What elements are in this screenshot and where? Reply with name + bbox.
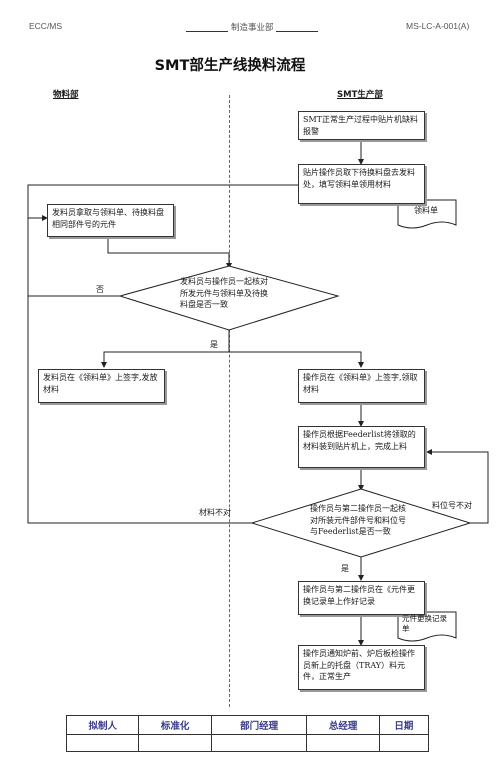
sig-cell-date[interactable] [378,734,430,752]
sig-header-general-manager: 总经理 [306,715,380,735]
node-take-tray: 贴片操作员取下待换料盘去发料处，填写领料单领用材料 [298,164,425,204]
line-slot-wrong-loop [426,449,489,524]
signature-table: 拟制人 标准化 部门经理 总经理 日期 [65,715,430,752]
line-no-loop [27,185,120,297]
node-check1: 发料员与操作员一起核对所发元件与领料单及待换料盘是否一致 [180,277,268,309]
arrow-take-to-issue [27,184,298,200]
header-rule-left [186,31,228,32]
doc-change-record-shape [397,611,457,642]
node-issuer-sign: 发料员在《领料单》上签字,发放材料 [38,369,165,403]
header-rule-right [276,31,318,32]
line-material-wrong-loop [27,296,252,524]
sig-cell-standardization[interactable] [138,734,212,752]
header-center: 制造事业部 [231,22,274,32]
node-issue-prepare: 发料员拿取与领料单、待换料盘相同部件号的元件 [47,204,174,237]
arrow-issue-to-check1 [107,237,232,269]
sig-header-date: 日期 [378,715,430,735]
node-load: 操作员根据Feederlist将领取的材料装到贴片机上，完成上料 [298,426,425,468]
branch-material-wrong-label: 材料不对 [199,508,231,517]
sig-cell-drafter[interactable] [65,734,140,752]
sig-header-dept-manager: 部门经理 [210,715,308,735]
branch-yes1-label: 是 [210,340,218,349]
decision-check2-shape [250,488,472,558]
sig-header-standardization: 标准化 [138,715,212,735]
lane-divider [229,95,230,707]
sig-cell-general-manager[interactable] [306,734,380,752]
doc-change-record-label: 元件更换记录单 [402,614,447,633]
node-check2: 操作员与第二操作员一起核对所装元件部件号和料位号与Feederlist是否一致 [310,504,406,536]
signature-blank-row [65,734,430,752]
decision-check1-shape [118,265,340,331]
signature-header-row: 拟制人 标准化 部门经理 总经理 日期 [65,715,430,735]
sig-cell-dept-manager[interactable] [210,734,308,752]
branch-yes2-label: 是 [341,564,349,573]
doc-requisition-shape [397,199,457,229]
lane-left-label: 物料部 [53,90,79,100]
sig-header-drafter: 拟制人 [65,715,140,735]
node-operator-sign: 操作员在《领料单》上签字,领取材料 [298,369,425,403]
arrow-to-issuer-sign [101,351,229,368]
branch-slot-wrong-label: 料位号不对 [432,501,472,510]
header-right: MS-LC-A-001(A) [406,21,470,31]
page-title: SMT部生产线换料流程 [154,58,306,74]
node-alarm: SMT正常生产过程中贴片机缺料报警 [298,111,425,140]
arrow-to-operator-sign [229,351,364,368]
lane-right-label: SMT生产部 [337,90,383,100]
node-notify: 操作员通知炉前、炉后板检操作员新上的托盘（TRAY）料元件，正常生产 [298,645,425,690]
doc-requisition-label: 领料单 [414,206,438,215]
header-left: ECC/MS [29,21,63,31]
branch-no-label: 否 [96,285,104,294]
node-record: 操作员与第二操作员在《元件更换记录单上作好记录 [298,581,425,615]
